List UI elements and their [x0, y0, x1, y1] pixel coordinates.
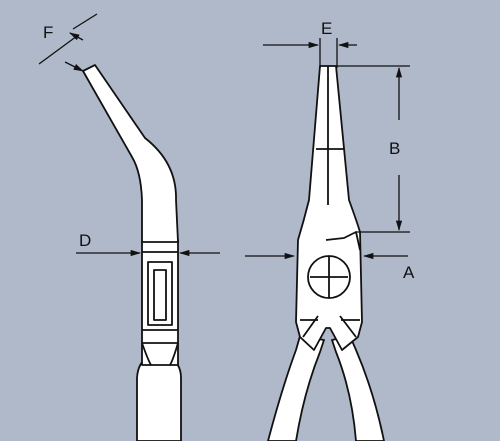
label-b: B [389, 139, 400, 158]
label-d: D [79, 231, 91, 250]
label-a: A [403, 263, 415, 282]
side-view-handle [136, 357, 182, 441]
label-f: F [43, 23, 53, 42]
side-view-pliers [82, 64, 182, 441]
dimension-b [336, 65, 410, 233]
front-view-right-handle [331, 335, 385, 441]
front-view-left-handle [267, 335, 325, 441]
front-view-pliers [267, 65, 385, 441]
dimension-f [38, 13, 98, 72]
dimension-e [263, 38, 357, 68]
label-e: E [321, 19, 332, 38]
side-view-jaw [82, 64, 179, 243]
